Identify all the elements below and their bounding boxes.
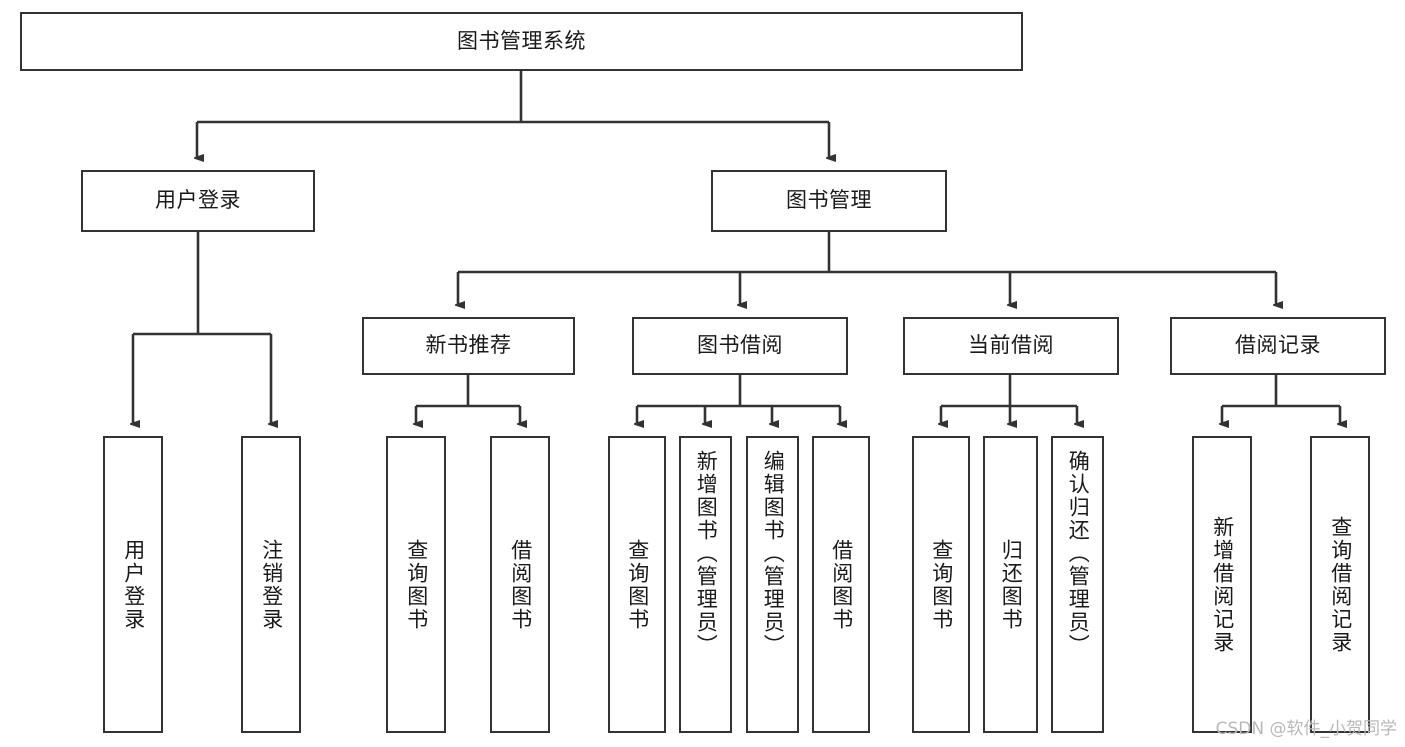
node-leaf-query-book-3-label: 查询图书 — [929, 538, 954, 631]
node-leaf-confirm-return-label: 确认归还（管理员） — [1066, 450, 1091, 657]
node-new-book-recommend-label: 新书推荐 — [425, 333, 512, 358]
node-root[interactable]: 图书管理系统 — [20, 12, 1023, 71]
node-leaf-borrow-book-2[interactable]: 借阅图书 — [812, 436, 870, 733]
node-leaf-query-record-label: 查询借阅记录 — [1328, 515, 1353, 654]
node-new-book-recommend[interactable]: 新书推荐 — [362, 317, 575, 375]
node-leaf-borrow-book-1[interactable]: 借阅图书 — [490, 436, 550, 733]
node-borrow-record[interactable]: 借阅记录 — [1170, 317, 1386, 375]
node-leaf-add-book-label: 新增图书（管理员） — [694, 450, 719, 657]
node-user-login-label: 用户登录 — [155, 188, 241, 213]
node-leaf-borrow-book-2-label: 借阅图书 — [829, 538, 854, 631]
node-book-borrow[interactable]: 图书借阅 — [632, 317, 848, 375]
node-book-management[interactable]: 图书管理 — [711, 170, 947, 232]
node-leaf-edit-book[interactable]: 编辑图书（管理员） — [746, 436, 799, 733]
node-leaf-query-book-2-label: 查询图书 — [625, 538, 650, 631]
node-borrow-record-label: 借阅记录 — [1235, 333, 1321, 358]
node-leaf-add-book[interactable]: 新增图书（管理员） — [679, 436, 732, 733]
node-book-borrow-label: 图书借阅 — [697, 333, 783, 358]
node-root-label: 图书管理系统 — [457, 28, 586, 53]
node-leaf-query-book-1-label: 查询图书 — [404, 538, 429, 631]
node-leaf-user-login[interactable]: 用户登录 — [103, 436, 163, 733]
node-leaf-return-book[interactable]: 归还图书 — [983, 436, 1038, 733]
node-current-borrow-label: 当前借阅 — [968, 333, 1054, 358]
node-leaf-borrow-book-1-label: 借阅图书 — [508, 538, 533, 631]
node-leaf-query-book-3[interactable]: 查询图书 — [912, 436, 970, 733]
node-leaf-add-record[interactable]: 新增借阅记录 — [1192, 436, 1252, 733]
node-leaf-query-book-1[interactable]: 查询图书 — [386, 436, 446, 733]
node-leaf-logout-label: 注销登录 — [259, 538, 284, 631]
node-leaf-add-record-label: 新增借阅记录 — [1210, 515, 1235, 654]
node-user-login[interactable]: 用户登录 — [81, 170, 315, 232]
node-leaf-edit-book-label: 编辑图书（管理员） — [761, 450, 786, 657]
node-leaf-return-book-label: 归还图书 — [999, 538, 1024, 631]
node-leaf-logout[interactable]: 注销登录 — [241, 436, 301, 733]
csdn-watermark: CSDN @软件_小贺同学 — [1215, 719, 1397, 739]
node-leaf-confirm-return[interactable]: 确认归还（管理员） — [1051, 436, 1104, 733]
node-current-borrow[interactable]: 当前借阅 — [903, 317, 1119, 375]
node-leaf-query-book-2[interactable]: 查询图书 — [608, 436, 666, 733]
node-leaf-user-login-label: 用户登录 — [121, 538, 146, 631]
node-leaf-query-record[interactable]: 查询借阅记录 — [1310, 436, 1370, 733]
node-book-management-label: 图书管理 — [786, 188, 872, 213]
